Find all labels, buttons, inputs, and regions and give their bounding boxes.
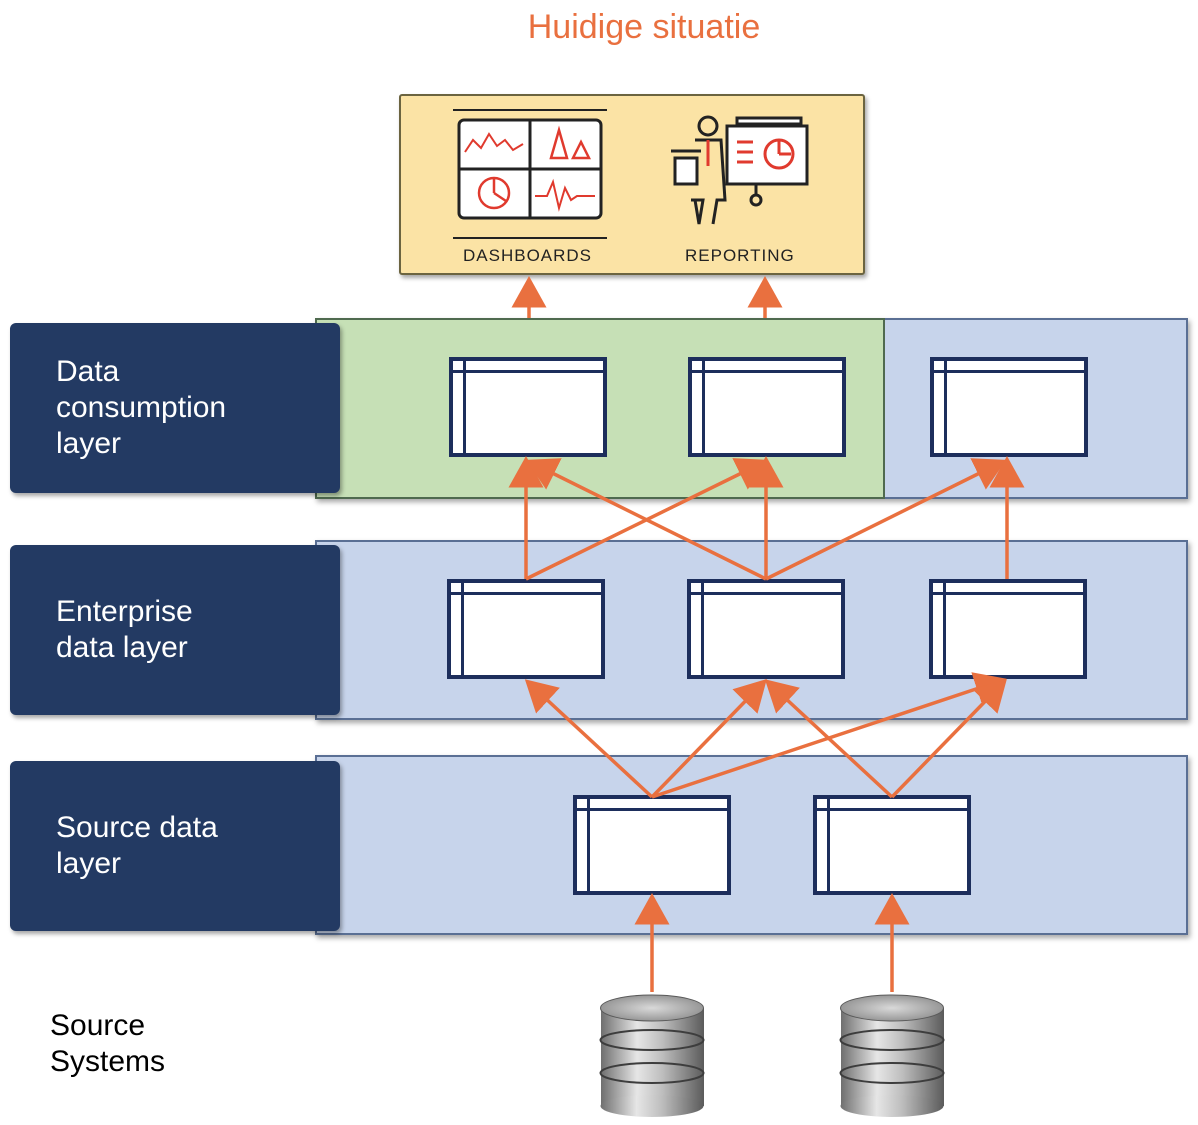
enterprise-table-3 — [929, 579, 1087, 679]
arrow-s1-e3 — [651, 672, 1007, 799]
consumption-table-3 — [930, 357, 1088, 457]
diagram-title: Huidige situatie — [527, 8, 761, 46]
source-layer-band — [315, 755, 1188, 935]
consumption-table-2 — [688, 357, 846, 457]
database-icon-2 — [839, 994, 945, 1117]
source-systems-label: Source Systems — [50, 1009, 166, 1078]
consumption-layer-label: Data consumption layer — [10, 323, 340, 493]
arrow-e2-c1 — [525, 458, 767, 581]
dashboards-icon — [453, 109, 607, 239]
arrow-e2-c3 — [765, 458, 1007, 581]
enterprise-table-1 — [447, 579, 605, 679]
outputs-box: DASHBOARDS REPORTING — [399, 94, 865, 275]
arrow-s1-e2 — [650, 678, 767, 799]
enterprise-layer-text: Enterprise data layer — [56, 595, 193, 664]
arrow-s1-e1 — [524, 679, 654, 799]
arrow-s2-e2 — [764, 679, 894, 799]
enterprise-table-2 — [687, 579, 845, 679]
arrow-s2-e3 — [890, 678, 1007, 799]
dashboards-label: DASHBOARDS — [463, 246, 593, 265]
source-table-2 — [813, 795, 971, 895]
reporting-icon — [671, 115, 809, 225]
reporting-label: REPORTING — [685, 246, 795, 265]
consumption-table-1 — [449, 357, 607, 457]
arrow-e1-c2 — [525, 458, 769, 581]
enterprise-layer-label: Enterprise data layer — [10, 545, 340, 715]
source-layer-text: Source data layer — [56, 811, 218, 880]
database-icon-1 — [599, 994, 705, 1117]
consumption-layer-text: Data consumption layer — [56, 355, 227, 460]
source-layer-label: Source data layer — [10, 761, 340, 931]
